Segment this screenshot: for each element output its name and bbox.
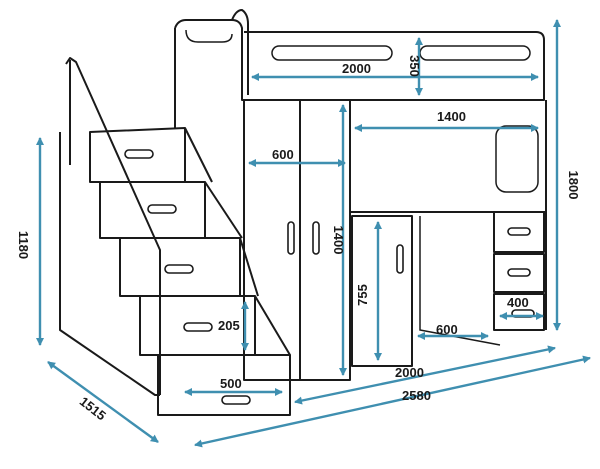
step-height-label: 1180 — [16, 231, 31, 259]
dimension-lines — [36, 19, 591, 448]
wardrobe-height-label: 1400 — [331, 226, 346, 255]
desk-height-label: 755 — [355, 284, 370, 306]
furniture-outline — [59, 9, 547, 416]
desk-depth-label: 600 — [436, 322, 458, 337]
total-depth-line — [47, 361, 159, 443]
total-depth-label: 1515 — [77, 394, 109, 424]
desk-top-width-label: 1400 — [437, 109, 466, 124]
total-height-label: 1800 — [566, 171, 581, 200]
bed-length-label: 2000 — [342, 61, 371, 76]
wardrobe-width-label: 600 — [272, 147, 294, 162]
step-depth-label: 500 — [220, 376, 242, 391]
total-length-label: 2580 — [402, 388, 431, 403]
desk-drawers — [493, 211, 545, 331]
bed-guard-height-label: 350 — [407, 55, 422, 77]
step-rise-label: 205 — [218, 318, 240, 333]
dimension-labels: 2000 350 1800 1400 600 1400 755 1180 205… — [16, 55, 581, 423]
total-length-line — [194, 355, 591, 448]
base-length-label: 2000 — [395, 365, 424, 380]
drawer-width-label: 400 — [507, 295, 529, 310]
